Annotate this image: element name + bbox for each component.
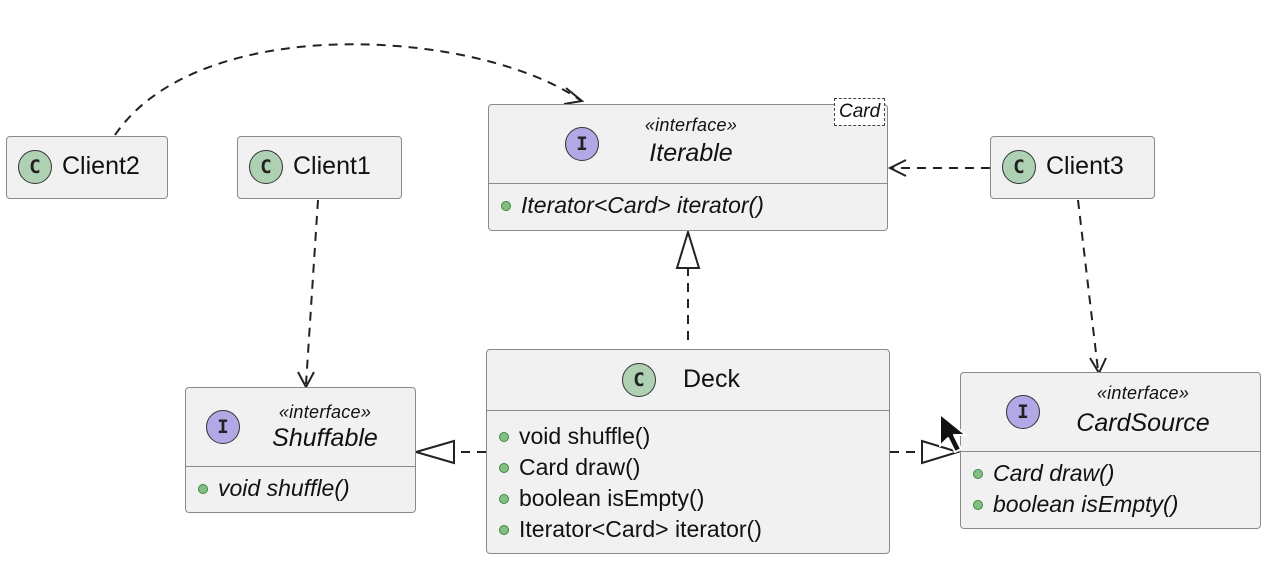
- member-list: Iterator<Card> iterator(): [489, 183, 887, 221]
- stereotype-label: «interface»: [1096, 383, 1190, 403]
- interface-badge-icon: I: [1006, 395, 1040, 429]
- edge-client3-cardsource: [1077, 199, 1099, 371]
- class-name: Client2: [62, 152, 140, 180]
- member-signature: Iterator<Card> iterator(): [519, 516, 762, 542]
- class-name: Deck: [683, 365, 740, 393]
- interface-cardsource[interactable]: I «interface» CardSource Card draw() boo…: [960, 372, 1261, 529]
- member-row: Card draw(): [973, 458, 1260, 489]
- member-row: Iterator<Card> iterator(): [501, 190, 887, 221]
- member-signature: Card draw(): [519, 454, 641, 480]
- class-badge-icon: C: [622, 363, 656, 397]
- member-list: void shuffle(): [186, 466, 415, 504]
- member-signature: void shuffle(): [519, 423, 651, 449]
- arrowhead-client3-iterable: [887, 159, 907, 177]
- public-method-icon: [973, 468, 983, 479]
- public-method-icon: [499, 431, 509, 442]
- stereotype-label: «interface»: [644, 115, 738, 135]
- interface-iterable[interactable]: I «interface» Iterable Iterator<Card> it…: [488, 104, 888, 231]
- interface-shuffable[interactable]: I «interface» Shuffable void shuffle(): [185, 387, 416, 513]
- arrowhead-client2-iterable: [563, 87, 585, 105]
- triangle-deck-shuffable: [412, 439, 455, 465]
- interface-name: CardSource: [1076, 409, 1210, 437]
- class-client3[interactable]: C Client3: [990, 136, 1155, 199]
- class-badge-icon: C: [1002, 150, 1036, 184]
- interface-badge-icon: I: [565, 127, 599, 161]
- member-signature: boolean isEmpty(): [519, 485, 705, 511]
- member-list: void shuffle() Card draw() boolean isEmp…: [487, 410, 889, 545]
- public-method-icon: [501, 200, 511, 211]
- class-client2[interactable]: C Client2: [6, 136, 168, 199]
- public-method-icon: [198, 483, 208, 494]
- class-deck[interactable]: C Deck void shuffle() Card draw() boolea…: [486, 349, 890, 554]
- member-row: void shuffle(): [198, 473, 415, 504]
- class-client1[interactable]: C Client1: [237, 136, 402, 199]
- member-row: Iterator<Card> iterator(): [499, 514, 889, 545]
- interface-badge-icon: I: [206, 410, 240, 444]
- member-signature: Iterator<Card> iterator(): [521, 192, 764, 218]
- edge-client1-shuffable: [305, 199, 319, 385]
- public-method-icon: [973, 499, 983, 510]
- public-method-icon: [499, 493, 509, 504]
- member-signature: boolean isEmpty(): [993, 491, 1179, 517]
- stereotype-label: «interface»: [278, 402, 372, 422]
- class-name: Client3: [1046, 152, 1124, 180]
- public-method-icon: [499, 462, 509, 473]
- member-list: Card draw() boolean isEmpty(): [961, 451, 1260, 520]
- member-row: boolean isEmpty(): [499, 483, 889, 514]
- class-badge-icon: C: [249, 150, 283, 184]
- interface-name: Shuffable: [272, 424, 378, 452]
- member-signature: void shuffle(): [218, 475, 350, 501]
- type-parameter-label: Card: [834, 98, 886, 126]
- triangle-deck-iterable: [675, 228, 701, 269]
- member-row: boolean isEmpty(): [973, 489, 1260, 520]
- mouse-pointer-icon: [939, 413, 967, 453]
- member-signature: Card draw(): [993, 460, 1115, 486]
- interface-name: Iterable: [649, 139, 733, 167]
- class-name: Client1: [293, 152, 371, 180]
- member-row: void shuffle(): [499, 421, 889, 452]
- class-badge-icon: C: [18, 150, 52, 184]
- member-row: Card draw(): [499, 452, 889, 483]
- public-method-icon: [499, 524, 509, 535]
